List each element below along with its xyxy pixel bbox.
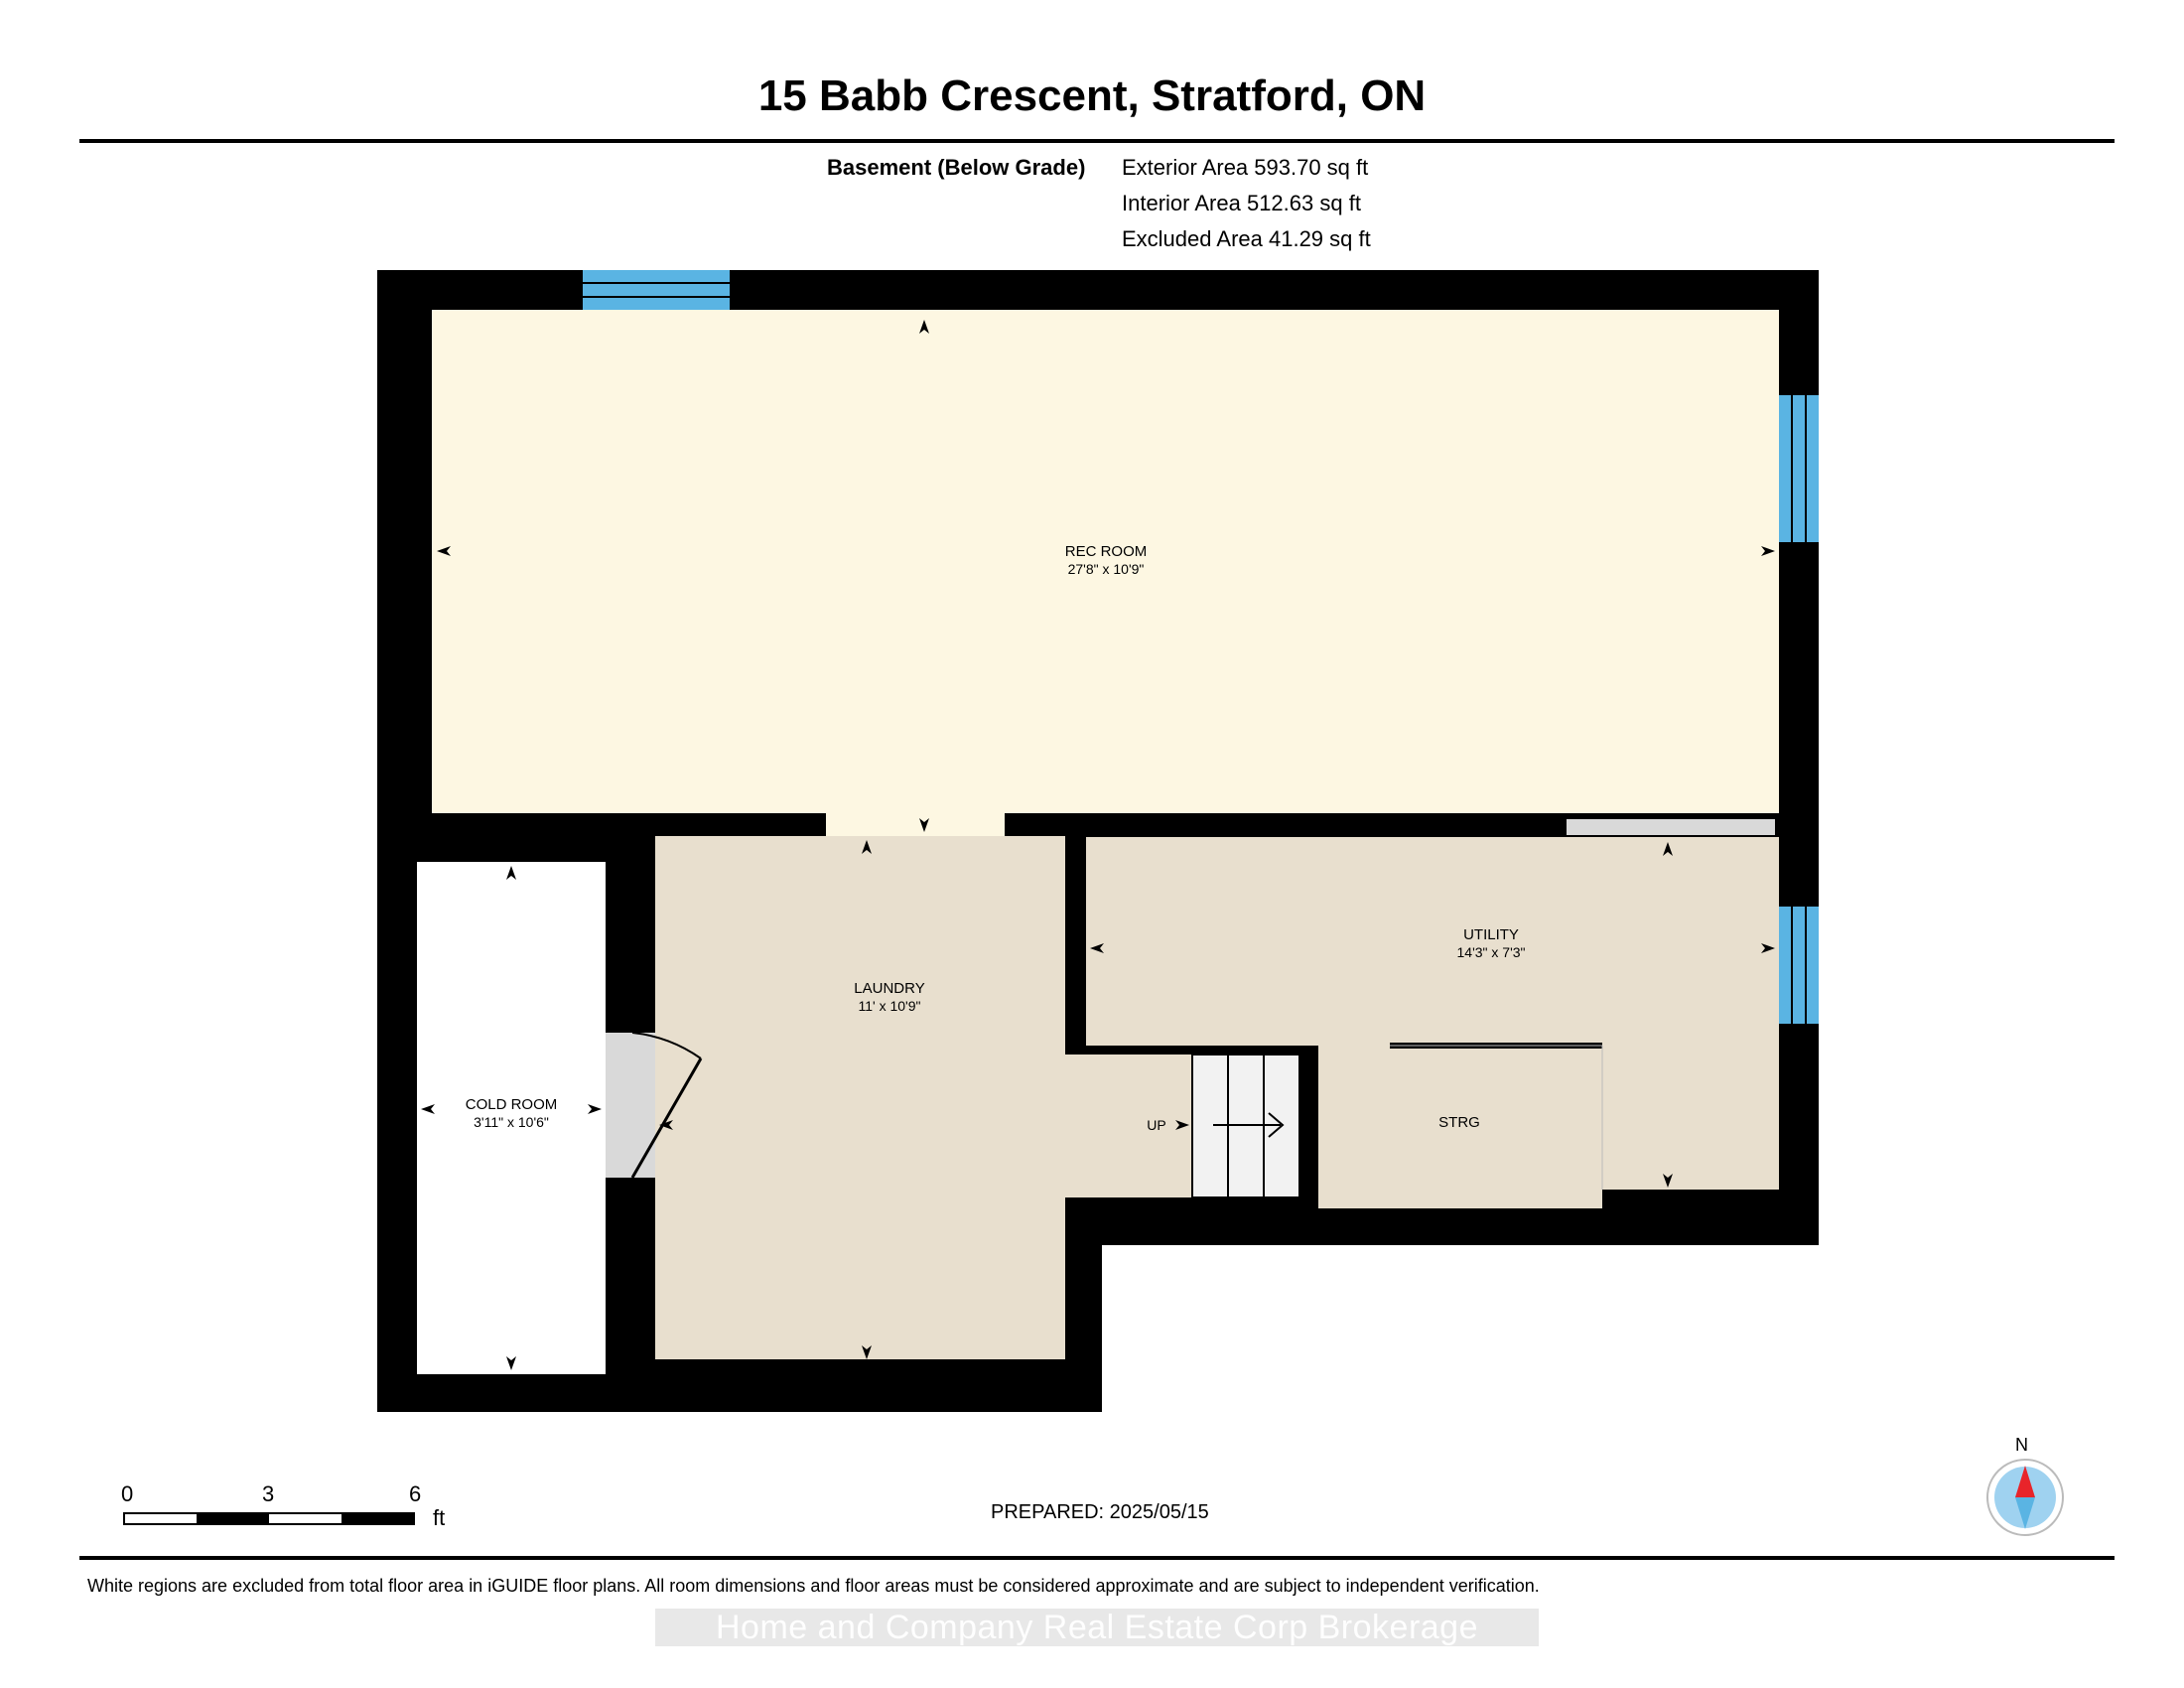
exterior-area: Exterior Area 593.70 sq ft: [1122, 155, 1369, 180]
scale-unit: ft: [433, 1505, 446, 1530]
north-arrow-compass-icon: [1986, 1459, 2064, 1536]
utility-doorway: [1567, 819, 1775, 835]
laundry-label: LAUNDRY: [854, 980, 924, 997]
scale-label-3: 3: [262, 1481, 275, 1506]
floor-label: Basement (Below Grade): [827, 155, 1086, 180]
brokerage-watermark: Home and Company Real Estate Corp Broker…: [655, 1609, 1539, 1646]
windows: [583, 270, 1819, 1024]
compass-north-label: N: [2015, 1435, 2028, 1455]
plan-title: 15 Babb Crescent, Stratford, ON: [757, 71, 1427, 120]
laundry-dims: 11' x 10'9": [859, 998, 921, 1014]
rec-room-label: REC ROOM: [1065, 543, 1148, 560]
utility-room: [1086, 837, 1779, 1046]
scale-bar: [123, 1512, 415, 1525]
interior-area: Interior Area 512.63 sq ft: [1122, 191, 1361, 215]
title-divider: [79, 139, 2115, 143]
cold-room-label: COLD ROOM: [466, 1096, 558, 1113]
scale-label-6: 6: [409, 1481, 422, 1506]
excluded-area: Excluded Area 41.29 sq ft: [1122, 226, 1371, 251]
rec-room: [432, 310, 1779, 813]
laundry-hall: [1065, 1055, 1192, 1197]
cold-room: [417, 862, 606, 1374]
footer-divider: [79, 1556, 2115, 1560]
utility-dims: 14'3" x 7'3": [1457, 944, 1526, 960]
rec-room-dims: 27'8" x 10'9": [1068, 561, 1145, 577]
laundry-room: [655, 836, 1065, 1359]
rec-room-opening: [826, 812, 1005, 836]
disclaimer-text: White regions are excluded from total fl…: [87, 1576, 1540, 1596]
cold-room-door: [606, 1032, 703, 1179]
storage-room: [1318, 1046, 1602, 1208]
scale-label-0: 0: [121, 1481, 134, 1506]
stairs-up-label: UP: [1147, 1117, 1165, 1133]
dimension-arrows: [421, 320, 1775, 1370]
storage-label: STRG: [1438, 1114, 1480, 1131]
prepared-date: PREPARED: 2025/05/15: [991, 1501, 1209, 1523]
utility-label: UTILITY: [1463, 926, 1519, 943]
cold-room-dims: 3'11" x 10'6": [474, 1114, 549, 1130]
stairs: [1191, 1054, 1300, 1198]
